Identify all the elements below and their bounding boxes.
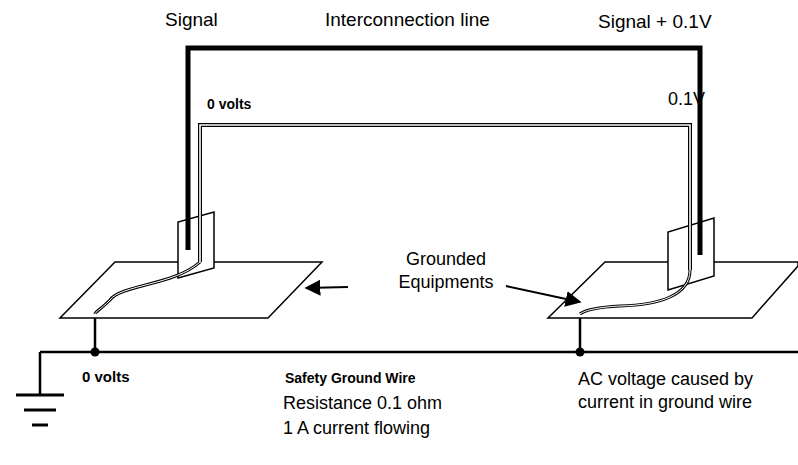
line-label: Interconnection line — [325, 8, 490, 32]
signal-line — [188, 48, 700, 255]
return-wire — [200, 125, 690, 270]
signal-label: Signal + 0.1V — [598, 10, 712, 34]
internal-ground-lead — [95, 262, 200, 314]
ground-symbol — [16, 394, 64, 397]
wire-label: Safety Ground Wire — [285, 370, 416, 388]
junction-dot — [91, 348, 100, 357]
ground-symbol — [24, 409, 56, 412]
callout-label: Grounded Equipments — [390, 248, 502, 293]
note-label: AC voltage caused by current in ground w… — [578, 368, 788, 413]
callout-arrow — [306, 287, 348, 288]
voltage-label: 0 volts — [207, 96, 251, 114]
equipment-panel — [178, 212, 214, 278]
signal-label: Signal — [165, 8, 218, 32]
ground-wire — [40, 351, 798, 354]
ground-lead — [39, 352, 42, 395]
voltage-label: 0 volts — [82, 368, 130, 387]
wire-note: 1 A current flowing — [283, 417, 430, 440]
ground-drop — [579, 314, 582, 352]
internal-ground-lead — [95, 262, 200, 314]
internal-ground-lead — [580, 270, 690, 314]
internal-ground-lead — [580, 270, 690, 314]
callout-arrow — [506, 286, 580, 302]
ground-symbol — [32, 424, 48, 427]
voltage-label: 0.1V — [668, 88, 705, 111]
wire-note: Resistance 0.1 ohm — [283, 392, 442, 415]
ground-drop — [94, 314, 97, 352]
junction-dot — [576, 348, 585, 357]
return-wire — [200, 125, 690, 270]
